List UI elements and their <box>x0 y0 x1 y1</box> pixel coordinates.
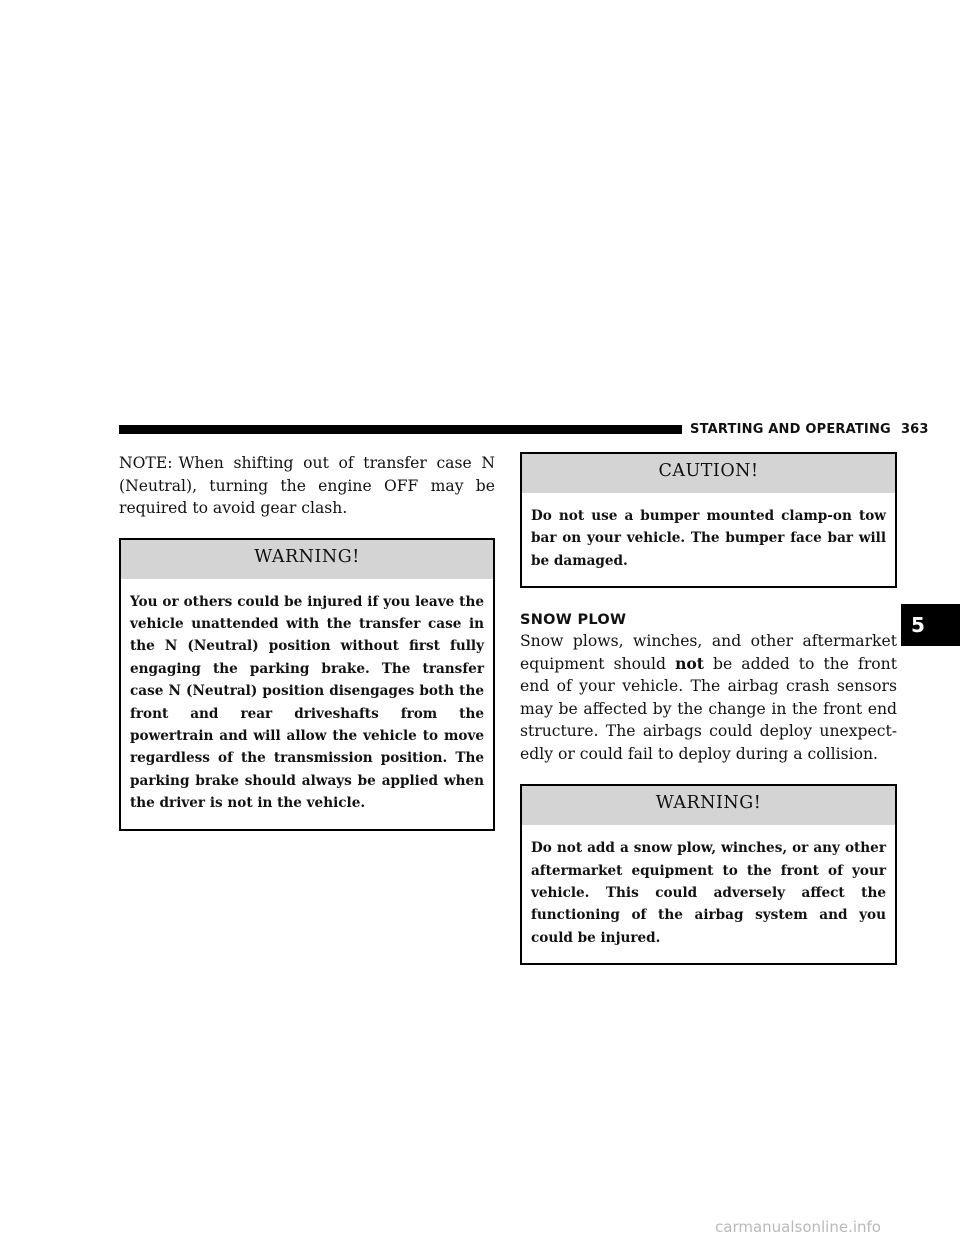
warning-box-title: WARNING! <box>121 539 493 579</box>
snow-plow-emphasis: not <box>675 653 705 673</box>
snow-plow-heading: SNOW PLOW <box>520 612 627 629</box>
warning-box-plow: WARNING! Do not add a snow plow, winches… <box>520 784 897 966</box>
snow-plow-paragraph: Snow plows, winches, and other aftermark… <box>520 630 897 765</box>
snow-plow-text-before: Snow plows, winches, and other aftermark… <box>520 632 897 673</box>
warning-box-text: Do not add a snow plow, winches, or any … <box>531 840 886 946</box>
caution-box-towbar: CAUTION! Do not use a bumper mounted cla… <box>520 452 897 589</box>
left-column: NOTE:When shifting out of transfer case … <box>119 452 495 831</box>
warning-box-neutral: WARNING! You or others could be injured … <box>119 537 495 831</box>
note-text: When shifting out of transfer case N (Ne… <box>119 454 495 517</box>
right-column: CAUTION! Do not use a bumper mounted cla… <box>520 452 897 966</box>
page-number: 363 <box>900 422 929 437</box>
note-label: NOTE: <box>119 454 173 472</box>
running-header: STARTING AND OPERATING 363 <box>690 422 929 437</box>
snow-plow-text-after: be added to the front end of your vehicl… <box>520 654 897 763</box>
caution-box-text: Do not use a bumper mounted clamp-on tow… <box>531 508 886 569</box>
caution-box-title: CAUTION! <box>522 454 895 493</box>
chapter-tab: 5 <box>901 604 960 646</box>
warning-box-title: WARNING! <box>522 786 895 826</box>
warning-box-text: You or others could be injured if you le… <box>130 593 484 812</box>
header-rule <box>119 425 682 434</box>
header-section-title: STARTING AND OPERATING <box>690 422 891 437</box>
footer-watermark: carmanualsonline.info <box>715 1218 881 1236</box>
note-paragraph: NOTE:When shifting out of transfer case … <box>119 452 495 520</box>
